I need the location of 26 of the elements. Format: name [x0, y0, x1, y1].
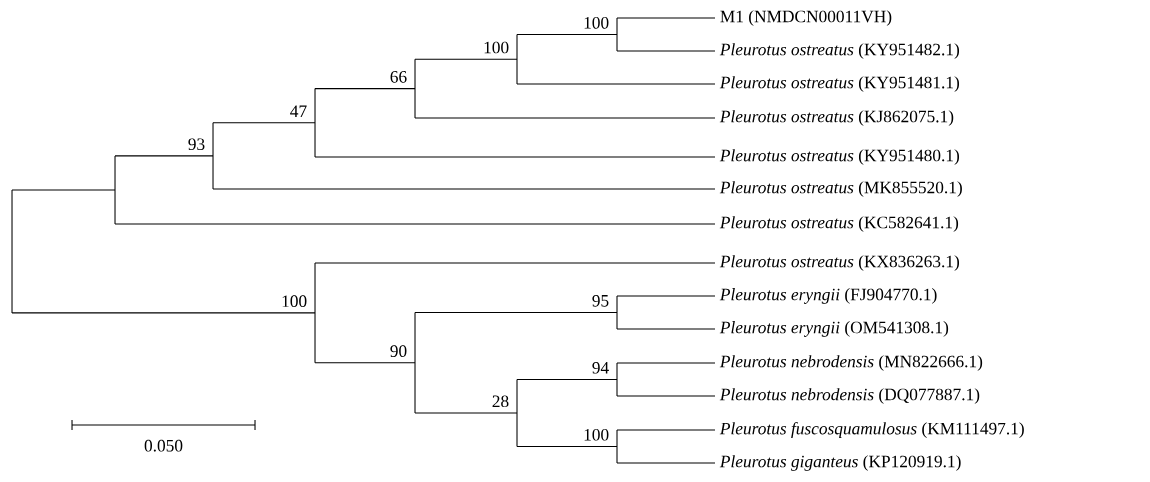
- bootstrap-value: 94: [592, 362, 609, 374]
- bootstrap-value: 100: [282, 295, 307, 308]
- taxon-label: M1 (NMDCN00011VH): [720, 10, 892, 26]
- taxon-label: Pleurotus ostreatus (KY951480.1): [719, 149, 960, 165]
- bootstrap-value: 93: [188, 138, 205, 151]
- taxon-label: Pleurotus ostreatus (KC582641.1): [719, 216, 959, 232]
- bootstrap-value: 90: [390, 345, 407, 357]
- bootstrap-value: 95: [592, 295, 609, 307]
- bootstrap-value: 47: [290, 105, 307, 117]
- taxon-label: Pleurotus nebrodensis (DQ077887.1): [719, 388, 980, 404]
- taxon-label: Pleurotus nebrodensis (MN822666.1): [719, 355, 983, 371]
- taxon-label: Pleurotus ostreatus (KX836263.1): [719, 255, 960, 271]
- bootstrap-value: 100: [584, 428, 609, 441]
- bootstrap-value: 100: [584, 16, 609, 29]
- taxon-label: Pleurotus eryngii (FJ904770.1): [719, 288, 937, 304]
- taxon-label: Pleurotus eryngii (OM541308.1): [719, 321, 949, 337]
- taxon-label: Pleurotus ostreatus (MK855520.1): [719, 181, 962, 197]
- bootstrap-value: 100: [484, 41, 509, 54]
- taxon-label: Pleurotus ostreatus (KJ862075.1): [719, 110, 954, 126]
- bootstrap-value: 28: [492, 395, 509, 408]
- taxon-label: Pleurotus ostreatus (KY951482.1): [719, 43, 960, 59]
- taxon-label: Pleurotus giganteus (KP120919.1): [719, 455, 961, 471]
- taxon-label: Pleurotus fuscosquamulosus (KM111497.1): [719, 422, 1024, 438]
- scale-label: 0.050: [144, 439, 183, 452]
- bootstrap-value: 66: [390, 71, 407, 83]
- taxon-label: Pleurotus ostreatus (KY951481.1): [719, 76, 960, 92]
